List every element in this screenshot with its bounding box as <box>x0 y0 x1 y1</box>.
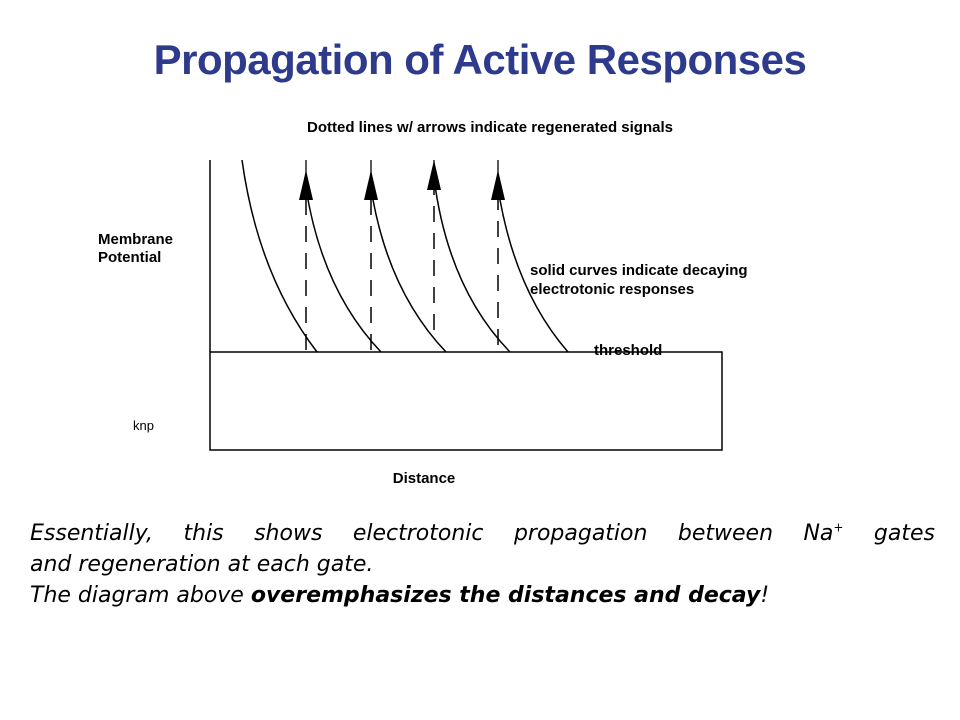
caption-line1: Essentially, this shows electrotonic pro… <box>30 520 935 546</box>
caption-line2: and regeneration at each gate. <box>30 552 374 577</box>
decay-curve-2 <box>305 187 382 353</box>
arrowhead-3 <box>427 160 441 190</box>
threshold-label: threshold <box>594 342 662 359</box>
decay-curve-3 <box>370 187 447 353</box>
decay-curve-4 <box>433 177 511 353</box>
curve-label-line2: electrotonic responses <box>530 281 694 298</box>
caption: Essentially, this shows electrotonic pro… <box>30 518 935 611</box>
y-axis-label-line1: Membrane <box>98 231 173 248</box>
arrowhead-4 <box>491 170 505 200</box>
curve-label-line1: solid curves indicate decaying <box>530 262 748 279</box>
decay-curve-5 <box>497 187 569 353</box>
y-axis-label-line2: Potential <box>98 249 161 266</box>
arrowhead-2 <box>364 170 378 200</box>
threshold-box <box>209 351 723 451</box>
decay-curve-1 <box>241 159 318 353</box>
arrowhead-1 <box>299 170 313 200</box>
caption-line3: The diagram above overemphasizes the dis… <box>30 583 770 608</box>
page-title: Propagation of Active Responses <box>153 36 807 83</box>
diagram-top-label: Dotted lines w/ arrows indicate regenera… <box>307 119 673 136</box>
x-axis-label: Distance <box>393 470 456 487</box>
knp-label: knp <box>133 418 154 433</box>
